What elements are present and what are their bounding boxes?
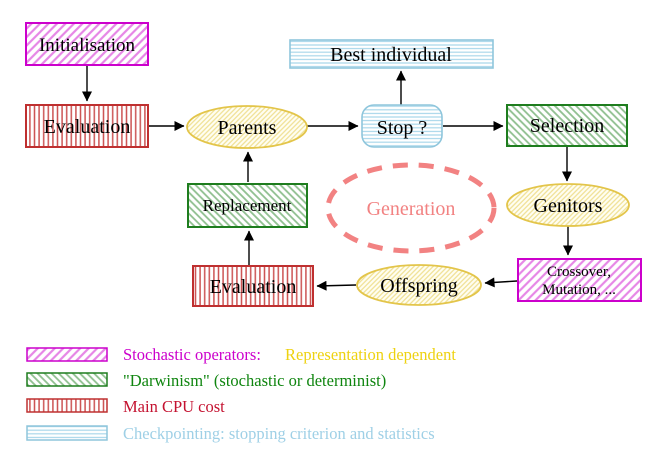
crossover-label-line2: Mutation, ... <box>542 282 616 298</box>
node-best-individual <box>289 39 494 69</box>
legend-darwinism-swatch <box>26 372 108 387</box>
node-crossover-mutation <box>517 258 642 302</box>
legend-darwinism-label: "Darwinism" (stochastic or determinist) <box>123 371 386 390</box>
edges <box>82 65 573 291</box>
legend: Stochastic operators: Representation dep… <box>26 345 456 443</box>
crossover-label-line1: Crossover, <box>547 264 611 280</box>
node-parents <box>186 105 308 149</box>
legend-checkpointing-swatch <box>26 425 108 441</box>
node-evaluation-bottom <box>192 265 314 307</box>
node-offspring <box>356 264 482 306</box>
evaluation-top-label: Evaluation <box>44 116 131 138</box>
node-stop <box>361 104 443 148</box>
best-individual-label: Best individual <box>330 44 452 66</box>
node-evaluation-top <box>25 104 149 148</box>
node-initialisation <box>25 22 149 66</box>
initialisation-label: Initialisation <box>39 35 136 56</box>
legend-stochastic-operators-label: Stochastic operators: <box>123 345 261 364</box>
legend-stochastic-operators-swatch <box>26 347 108 362</box>
generation-cycle-ellipse <box>325 162 497 254</box>
node-replacement <box>187 183 308 228</box>
legend-representation-dependent-label: Representation dependent <box>285 345 456 364</box>
generation-label: Generation <box>367 198 456 220</box>
genitors-label: Genitors <box>534 195 603 217</box>
replacement-label: Replacement <box>203 196 292 215</box>
legend-main-cpu-cost-swatch <box>26 398 108 413</box>
arrow-offspring-to-evaluation <box>316 280 357 291</box>
stop-label: Stop ? <box>377 117 428 139</box>
legend-checkpointing-label: Checkpointing: stopping criterion and st… <box>123 424 435 443</box>
selection-label: Selection <box>530 115 604 137</box>
offspring-label: Offspring <box>380 275 457 297</box>
node-genitors <box>506 183 630 227</box>
arrow-crossover-to-offspring <box>484 277 518 288</box>
parents-label: Parents <box>218 117 277 139</box>
legend-main-cpu-cost-label: Main CPU cost <box>123 397 225 416</box>
evaluation-bottom-label: Evaluation <box>210 276 297 298</box>
node-selection <box>506 104 628 147</box>
